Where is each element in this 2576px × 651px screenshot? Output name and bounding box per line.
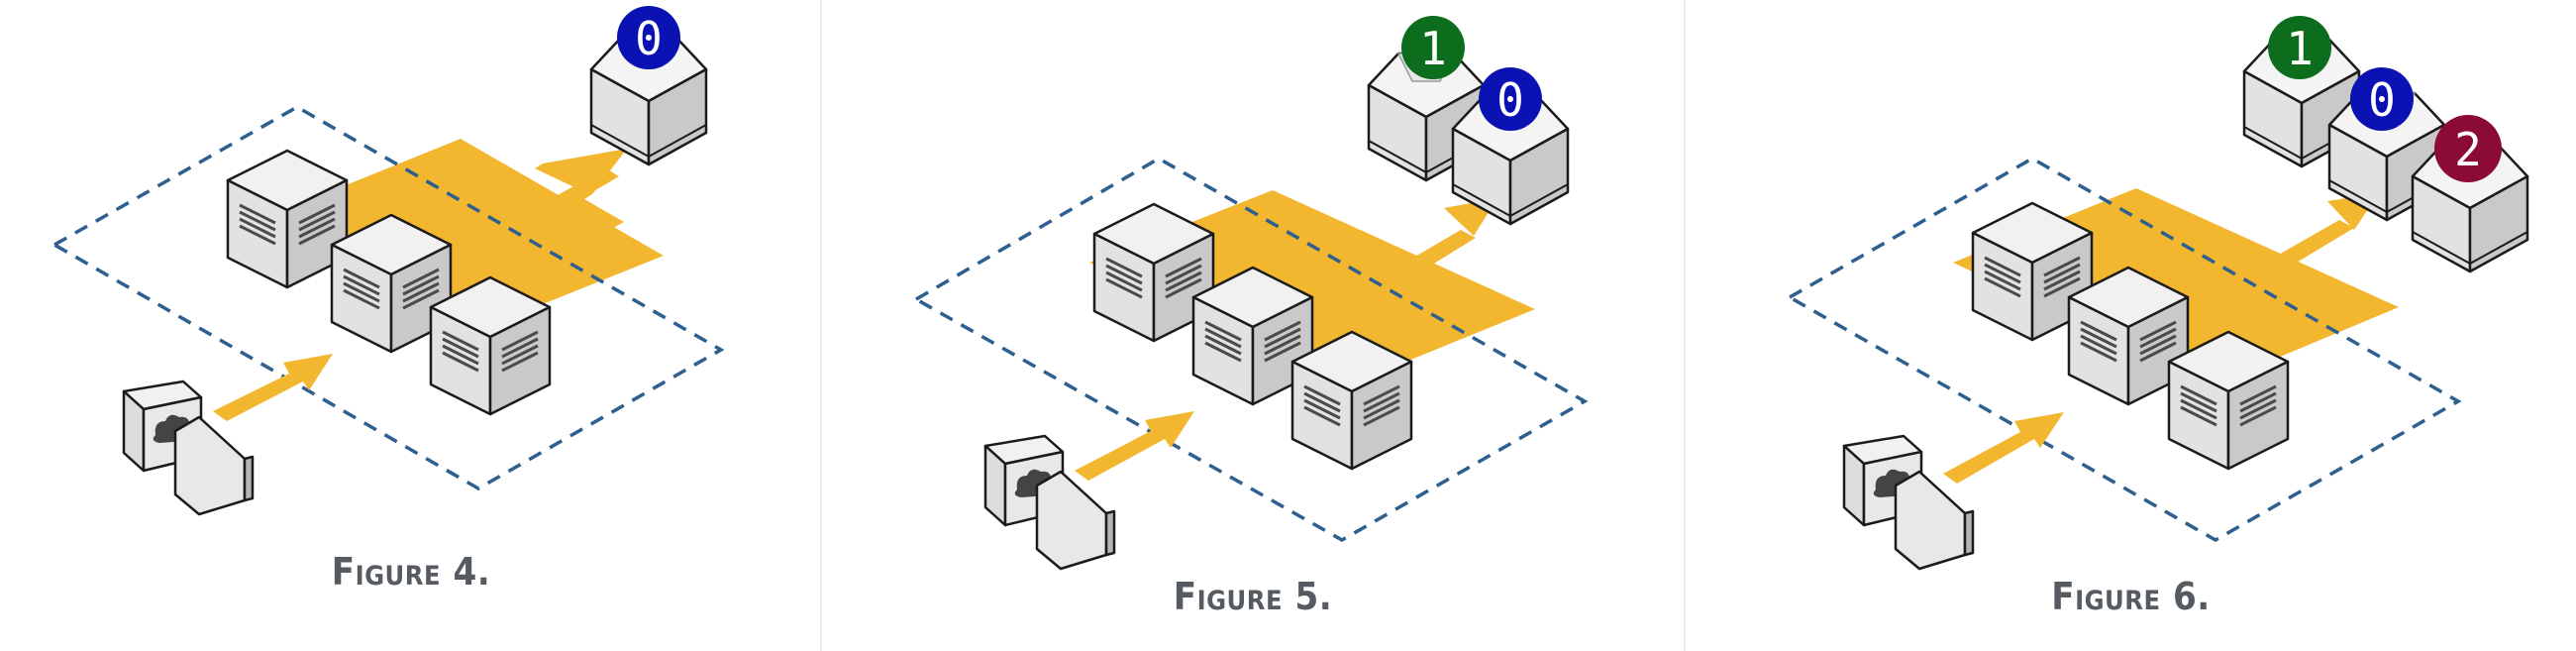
- figure-4-diagram: 0: [51, 6, 725, 516]
- data-flow-band: [277, 139, 664, 330]
- figure-caption: Figure 4.: [331, 550, 491, 594]
- svg-text:1: 1: [1419, 22, 1447, 75]
- figure-6-panel: 1 0 2 Figure 6.: [1686, 0, 2576, 651]
- figure-5-diagram: 1 0: [912, 16, 1589, 571]
- figure-caption: Figure 5.: [1173, 575, 1333, 618]
- figure-5-panel: 1 0 Figure 5.: [822, 0, 1684, 651]
- panel-divider: [1684, 0, 1686, 651]
- cluster-boundary: [912, 156, 1589, 543]
- client-icon: [983, 434, 1116, 571]
- badge-0: 0: [1479, 67, 1542, 131]
- badge-0: 0: [2350, 67, 2414, 131]
- badge-0: 0: [617, 6, 680, 69]
- output-arrow-shaft: [525, 168, 619, 223]
- svg-text:2: 2: [2454, 123, 2482, 176]
- badge-1: 1: [2268, 16, 2331, 79]
- input-arrow: [1943, 412, 2064, 484]
- panel-divider: [820, 0, 822, 651]
- figure-4-panel: 0 Figure 4.: [0, 0, 822, 651]
- server-node-3: [2167, 330, 2290, 471]
- badge-2: 2: [2434, 115, 2502, 182]
- figure-6-diagram: 1 0 2: [1786, 16, 2529, 571]
- server-node-3: [429, 275, 552, 416]
- server-node-1: [226, 149, 349, 289]
- cluster-boundary: [51, 104, 725, 491]
- output-arrow-shaft: [1396, 230, 1476, 277]
- svg-text:0: 0: [635, 12, 663, 65]
- input-arrow: [1075, 411, 1194, 481]
- server-node-3: [1290, 330, 1413, 471]
- figure-caption: Figure 6.: [2051, 575, 2211, 618]
- client-icon: [1842, 434, 1975, 571]
- badge-1: 1: [1401, 16, 1465, 79]
- svg-text:1: 1: [2286, 22, 2314, 75]
- cluster-boundary: [1786, 156, 2462, 543]
- svg-text:0: 0: [2368, 73, 2396, 127]
- svg-text:0: 0: [1496, 73, 1524, 127]
- input-arrow: [213, 354, 333, 421]
- output-arrow-shaft: [2270, 220, 2354, 270]
